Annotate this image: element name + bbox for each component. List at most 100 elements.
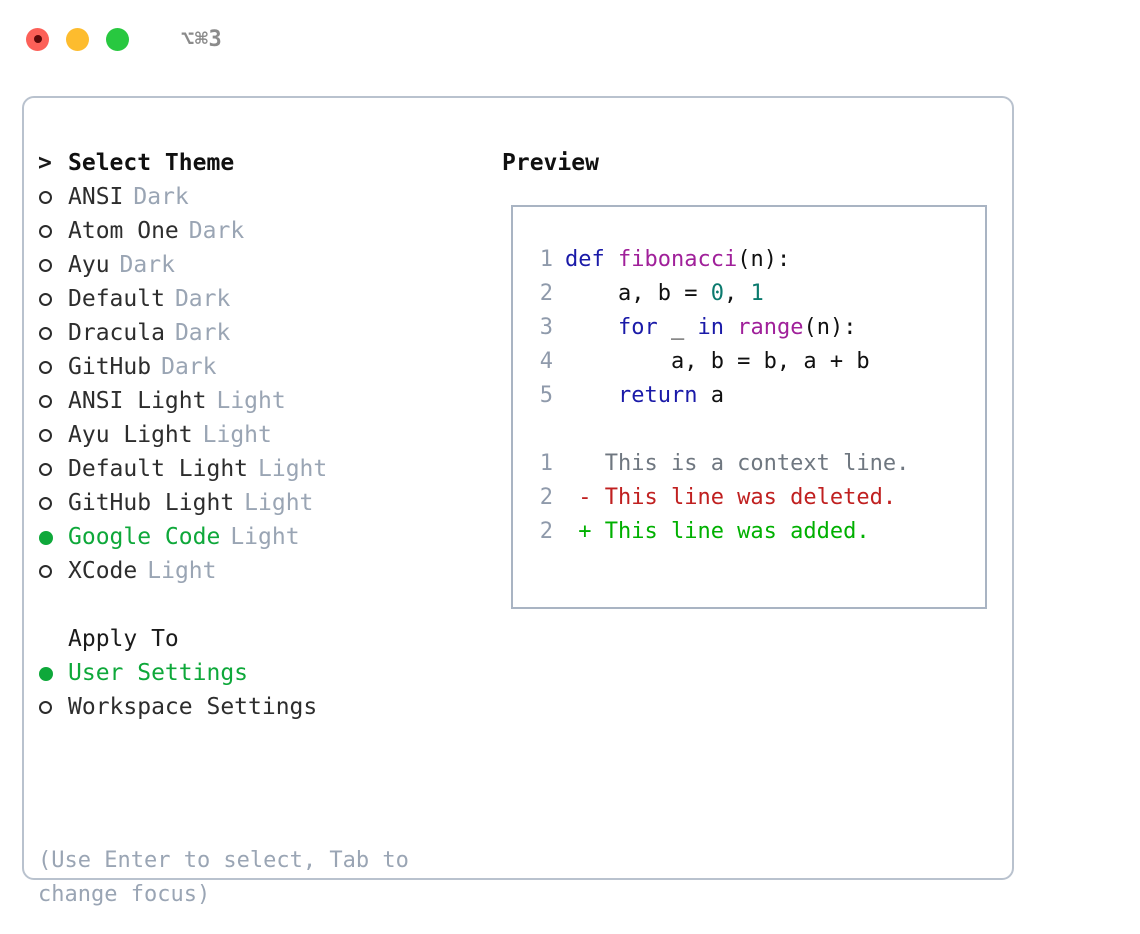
minimize-button[interactable]	[66, 27, 89, 51]
code-token: 1	[750, 281, 764, 306]
code-token: a, b =	[565, 281, 711, 306]
section-spacer	[38, 588, 508, 622]
keyboard-hint-text: (Use Enter to select, Tab to change focu…	[38, 848, 409, 907]
theme-radio	[38, 214, 68, 248]
line-number: 1	[539, 247, 553, 272]
line-number: 2	[539, 485, 553, 510]
line-number: 4	[539, 349, 553, 374]
maximize-button[interactable]	[106, 27, 129, 51]
code-token: a, b = b, a + b	[565, 349, 870, 374]
code-token: return	[617, 383, 698, 408]
theme-name-label: Default Light	[68, 456, 249, 482]
theme-radio	[38, 486, 68, 520]
apply-to-title: Apply To	[68, 626, 179, 652]
radio-unselected-icon	[39, 395, 52, 408]
theme-radio	[38, 418, 68, 452]
radio-unselected-icon	[39, 259, 52, 272]
code-token	[565, 383, 618, 408]
line-number: 1	[539, 451, 553, 476]
theme-variant-tag: Light	[258, 456, 328, 482]
theme-list-item[interactable]: XCode Light	[38, 554, 508, 588]
focus-caret-icon: >	[38, 150, 52, 176]
line-number: 3	[539, 315, 553, 340]
theme-name-label: Ayu Light	[68, 422, 193, 448]
code-token: (n):	[803, 315, 857, 340]
apply-to-label: Workspace Settings	[68, 694, 318, 720]
theme-name-label: XCode	[68, 558, 138, 584]
radio-unselected-icon	[39, 327, 52, 340]
radio-unselected-icon	[39, 293, 52, 306]
theme-variant-tag: Dark	[119, 252, 175, 278]
radio-unselected-icon	[39, 463, 52, 476]
code-token: range	[737, 315, 804, 340]
theme-name-label: Atom One	[68, 218, 179, 244]
apply-to-label: User Settings	[68, 660, 249, 686]
theme-name-label: GitHub	[68, 354, 152, 380]
theme-variant-tag: Dark	[161, 354, 217, 380]
radio-unselected-icon	[39, 497, 52, 510]
theme-variant-tag: Dark	[133, 184, 189, 210]
code-token: (n):	[737, 247, 791, 272]
theme-variant-tag: Light	[202, 422, 272, 448]
theme-name-label: Ayu	[68, 252, 110, 278]
theme-list-item[interactable]: Ayu Dark	[38, 248, 508, 282]
theme-variant-tag: Light	[147, 558, 217, 584]
code-line: 1 def fibonacci(n):	[527, 243, 985, 277]
code-token: 0	[710, 281, 724, 306]
code-token: _	[657, 315, 698, 340]
select-theme-title: Select Theme	[68, 150, 235, 176]
theme-name-label: Google Code	[68, 524, 221, 550]
apply-to-header: Apply To	[38, 622, 508, 656]
radio-selected-icon	[39, 530, 53, 545]
radio-unselected-icon	[39, 191, 52, 204]
code-token: in	[697, 315, 724, 340]
code-token: ,	[723, 281, 751, 306]
code-token	[565, 315, 618, 340]
theme-list-item[interactable]: Ayu Light Light	[38, 418, 508, 452]
line-number: 5	[539, 383, 553, 408]
theme-list-item[interactable]: GitHub Dark	[38, 350, 508, 384]
theme-name-label: ANSI Light	[68, 388, 207, 414]
radio-unselected-icon	[39, 701, 52, 714]
theme-list-item[interactable]: Default Light Light	[38, 452, 508, 486]
diff-text: - This line was deleted.	[565, 485, 897, 510]
diff-line: 2 + This line was added.	[527, 515, 985, 549]
theme-name-label: GitHub Light	[68, 490, 235, 516]
theme-variant-tag: Dark	[174, 320, 231, 346]
theme-radio	[38, 452, 68, 486]
close-button[interactable]	[26, 27, 49, 51]
theme-radio	[38, 520, 68, 554]
theme-radio	[38, 316, 68, 350]
line-number: 2	[539, 519, 553, 544]
apply-to-radio	[38, 656, 68, 690]
code-line: 3 for _ in range(n):	[527, 311, 985, 345]
theme-variant-tag: Light	[216, 388, 286, 414]
theme-variant-tag: Dark	[188, 218, 245, 244]
line-number: 2	[539, 281, 553, 306]
code-blank-line	[527, 413, 985, 447]
apply-to-item[interactable]: Workspace Settings	[38, 690, 508, 724]
window-controls	[26, 27, 129, 51]
radio-unselected-icon	[39, 225, 52, 238]
theme-radio	[38, 248, 68, 282]
diff-line: 2 - This line was deleted.	[527, 481, 985, 515]
select-theme-header: > Select Theme	[38, 146, 508, 180]
apply-to-item[interactable]: User Settings	[38, 656, 508, 690]
code-token: def	[565, 247, 618, 272]
title-bar: ⌥⌘3	[0, 0, 1140, 78]
preview-title: Preview	[502, 150, 599, 176]
code-line: 5 return a	[527, 379, 985, 413]
theme-variant-tag: Dark	[174, 286, 231, 312]
diff-text: + This line was added.	[565, 519, 870, 544]
code-token: fibonacci	[617, 247, 738, 272]
theme-list-item[interactable]: Atom One Dark	[38, 214, 508, 248]
theme-list-item[interactable]: ANSI Light Light	[38, 384, 508, 418]
